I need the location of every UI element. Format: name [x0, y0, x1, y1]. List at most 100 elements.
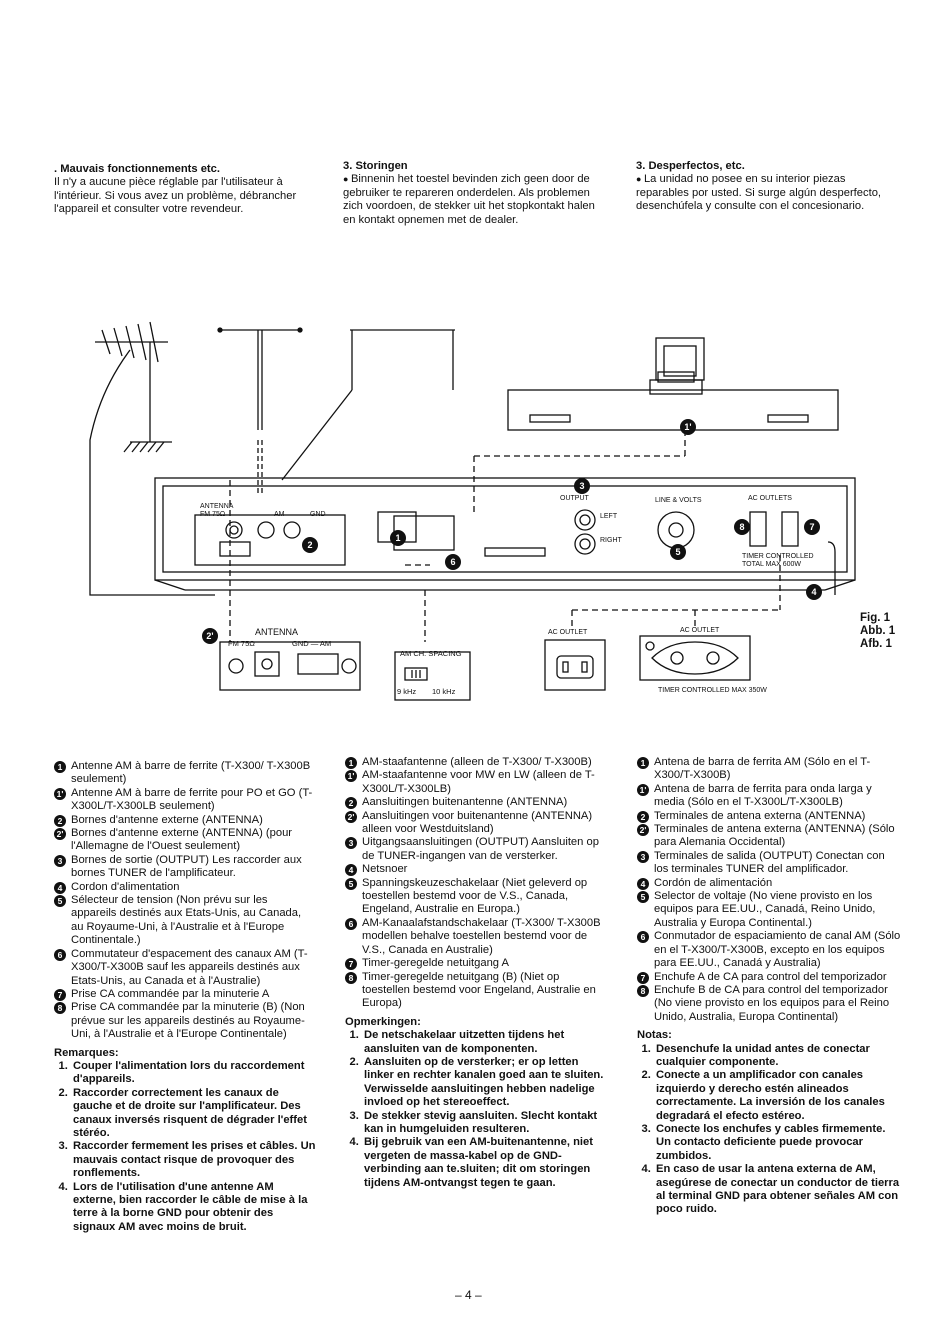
list-item: 2'Terminales de antena externa (ANTENNA)… [637, 823, 901, 850]
rear-panel [154, 477, 856, 595]
top-nl: 3. Storingen Binnenin het toestel bevind… [343, 160, 605, 227]
top-fr-title: . Mauvais fonctionnements etc. [54, 163, 220, 175]
remark-item: De netschakelaar uitzetten tijdens het a… [362, 1029, 607, 1056]
remarks-title-fr: Remarques: [54, 1046, 119, 1059]
diag-10khz: 10 kHz [432, 687, 456, 696]
connector-lines [229, 430, 781, 642]
svg-text:8: 8 [739, 522, 744, 532]
callout-7: 7 [804, 519, 820, 535]
antenna-terminal-2p [219, 641, 361, 691]
diag-line-volts: LINE & VOLTS [655, 497, 702, 504]
connection-diagram-svg: ANTENNA FM 75Ω AM GND OUTPUT LEFT RIGHT … [89, 321, 856, 701]
svg-text:2: 2 [307, 540, 312, 550]
svg-text:3: 3 [579, 481, 584, 491]
callout-2: 2 [302, 537, 318, 553]
fig-label-fr: Fig. 1 [860, 612, 891, 624]
diag-timer-max: TIMER CONTROLLED MAX 350W [658, 687, 767, 694]
diag-total-max: TOTAL MAX 600W [742, 561, 801, 568]
ac-outlet-a [544, 639, 606, 691]
fig-label-de: Abb. 1 [860, 625, 896, 637]
ferrite-bar-antenna [507, 337, 839, 431]
remark-item: Lors de l'utilisation d'une antenne AM e… [71, 1181, 316, 1235]
callout-4: 4 [806, 584, 822, 600]
remark-item: Raccorder correctement les canaux de gau… [71, 1087, 316, 1141]
diag-fm-2p: FM 75Ω [228, 639, 255, 648]
page-number: – 4 – [455, 1288, 482, 1302]
list-item: 1'Antenne AM à barre de ferrite pour PO … [54, 787, 316, 814]
callout-5: 5 [670, 544, 686, 560]
top-es-title: 3. Desperfectos, etc. [636, 160, 745, 172]
diag-am: AM [274, 511, 285, 518]
diag-left: LEFT [600, 513, 618, 520]
fig-label-nl: Afb. 1 [860, 638, 892, 650]
remark-item: Couper l'alimentation lors du raccordeme… [71, 1060, 316, 1087]
list-item: 2'Bornes d'antenne externe (ANTENNA) (po… [54, 827, 316, 854]
top-nl-title: 3. Storingen [343, 160, 408, 172]
callout-3: 3 [574, 478, 590, 494]
callout-1p: 1' [680, 419, 696, 435]
diag-right: RIGHT [600, 537, 623, 544]
diag-fm: FM 75Ω [200, 511, 225, 518]
remark-item: Conecte los enchufes y cables firmemente… [654, 1123, 901, 1163]
top-nl-body: Binnenin het toestel bevinden zich geen … [343, 173, 605, 227]
fm-dipole-icon [217, 327, 303, 495]
top-fr-body: Il n'y a aucune pièce réglable par l'uti… [54, 176, 297, 216]
svg-text:5: 5 [675, 547, 680, 557]
diag-ac-outlet-b: AC OUTLET [680, 627, 720, 634]
diag-ac-outlet-a: AC OUTLET [548, 629, 588, 636]
top-es-body: La unidad no posee en su interior piezas… [636, 173, 898, 213]
svg-text:7: 7 [809, 522, 814, 532]
connection-diagram: ANTENNA FM 75Ω AM GND OUTPUT LEFT RIGHT … [60, 290, 900, 730]
diag-gnd-am: GND — AM [292, 639, 331, 648]
am-spacing-switch [394, 651, 471, 701]
svg-text:6: 6 [450, 557, 455, 567]
diag-am-ch-spacing: AM CH. SPACING [400, 649, 462, 658]
ac-outlet-b [639, 635, 751, 681]
figure-label: Fig. 1 Abb. 1 Afb. 1 [860, 612, 895, 651]
remarks-title-nl: Opmerkingen: [345, 1015, 421, 1028]
diag-9khz: 9 kHz [397, 687, 416, 696]
callout-6: 6 [445, 554, 461, 570]
diag-ac-outlets: AC OUTLETS [748, 495, 792, 502]
callout-1: 1 [390, 530, 406, 546]
diag-timer-controlled: TIMER CONTROLLED [742, 553, 814, 560]
svg-text:1: 1 [395, 533, 400, 543]
top-fr: . Mauvais fonctionnements etc. Il n'y a … [54, 163, 312, 217]
remark-item: En caso de usar la antena externa de AM,… [654, 1163, 901, 1217]
callout-8: 8 [734, 519, 750, 535]
remark-item: De stekker stevig aansluiten. Slecht kon… [362, 1110, 607, 1137]
remark-item: Conecte a un amplificador con canales iz… [654, 1069, 901, 1123]
diag-gnd: GND [310, 511, 326, 518]
list-item: 1'Antena de barra de ferrita para onda l… [637, 783, 901, 810]
remark-item: Aansluiten op de versterker; er op lette… [362, 1056, 607, 1110]
